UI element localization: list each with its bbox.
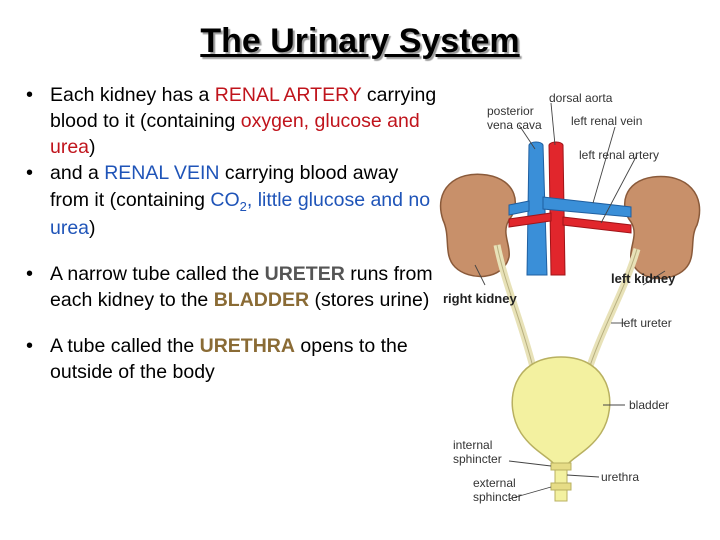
external-sphincter-shape: [550, 482, 572, 491]
right-renal-vein: [508, 200, 530, 216]
bullet-text: A tube called the: [50, 335, 200, 358]
page-title-text: The Urinary System: [200, 22, 520, 60]
leader-lines: [474, 102, 666, 500]
label-left-ureter: left ureter: [621, 316, 672, 330]
left-kidney-shape: [623, 175, 701, 280]
bullet-list: Each kidney has a RENAL ARTERY carrying …: [22, 82, 442, 385]
urethra-term: URETHRA: [199, 335, 295, 358]
right-renal-artery: [508, 212, 552, 228]
label-internal: internal: [453, 438, 492, 452]
left-renal-vein: [542, 196, 632, 218]
urinary-system-diagram: dorsal aorta posterior vena cava left re…: [425, 85, 715, 515]
bullet-text: carrying blood to it (containing: [50, 84, 437, 133]
bullet-text: opens to the outside of the body: [50, 335, 408, 384]
label-external: external: [473, 476, 516, 490]
bullet-text: ): [89, 136, 96, 159]
co2-text: CO: [210, 188, 240, 211]
renal-vein-term: RENAL VEIN: [104, 162, 220, 185]
bullet-text: Each kidney has a: [50, 84, 215, 106]
bullet-text: and a: [50, 162, 105, 185]
label-external-sphincter: sphincter: [473, 490, 522, 504]
bladder-term: BLADDER: [213, 289, 310, 312]
renal-artery-term: RENAL ARTERY: [214, 84, 362, 106]
bullet-urethra: A tube called the URETHRA opens to the o…: [22, 333, 442, 385]
bullet-renal-vein: and a RENAL VEIN carrying blood away fro…: [22, 160, 442, 241]
bladder-shape: [511, 356, 611, 466]
bullet-ureter: A narrow tube called the URETER runs fro…: [22, 261, 442, 313]
co2-subscript: 2: [239, 198, 247, 214]
vena-cava-shape: [526, 141, 548, 276]
left-renal-artery: [562, 216, 632, 234]
bullet-text: ): [89, 216, 96, 239]
internal-sphincter-shape: [550, 462, 572, 471]
label-right-kidney: right kidney: [443, 291, 517, 306]
ureter-term: URETER: [264, 262, 345, 285]
page-title: The Urinary System: [0, 22, 720, 61]
bullet-renal-artery: Each kidney has a RENAL ARTERY carrying …: [22, 82, 442, 160]
label-vena-cava: vena cava: [487, 118, 542, 132]
label-posterior: posterior: [487, 104, 534, 118]
label-urethra: urethra: [601, 470, 639, 484]
label-left-renal-vein: left renal vein: [571, 114, 642, 128]
right-ureter-outline: [496, 244, 536, 376]
label-left-kidney: left kidney: [611, 271, 676, 286]
vein-contents-text: , little glucose and no urea: [50, 188, 431, 239]
label-left-renal-artery: left renal artery: [579, 148, 659, 162]
label-internal-sphincter: sphincter: [453, 452, 502, 466]
bullet-text: (stores urine): [309, 289, 430, 312]
diagram-svg: dorsal aorta posterior vena cava left re…: [439, 91, 701, 504]
artery-contents: oxygen, glucose and urea: [50, 110, 420, 159]
label-bladder: bladder: [629, 398, 669, 412]
left-ureter-outline: [586, 248, 638, 376]
bullet-text: runs from each kidney to the: [50, 262, 433, 312]
bullet-text: carrying blood away from it (containing: [50, 162, 399, 211]
vein-contents: CO2, little glucose and no urea: [50, 189, 430, 239]
label-dorsal-aorta: dorsal aorta: [549, 91, 613, 105]
bullet-text: A narrow tube called the: [50, 262, 265, 285]
